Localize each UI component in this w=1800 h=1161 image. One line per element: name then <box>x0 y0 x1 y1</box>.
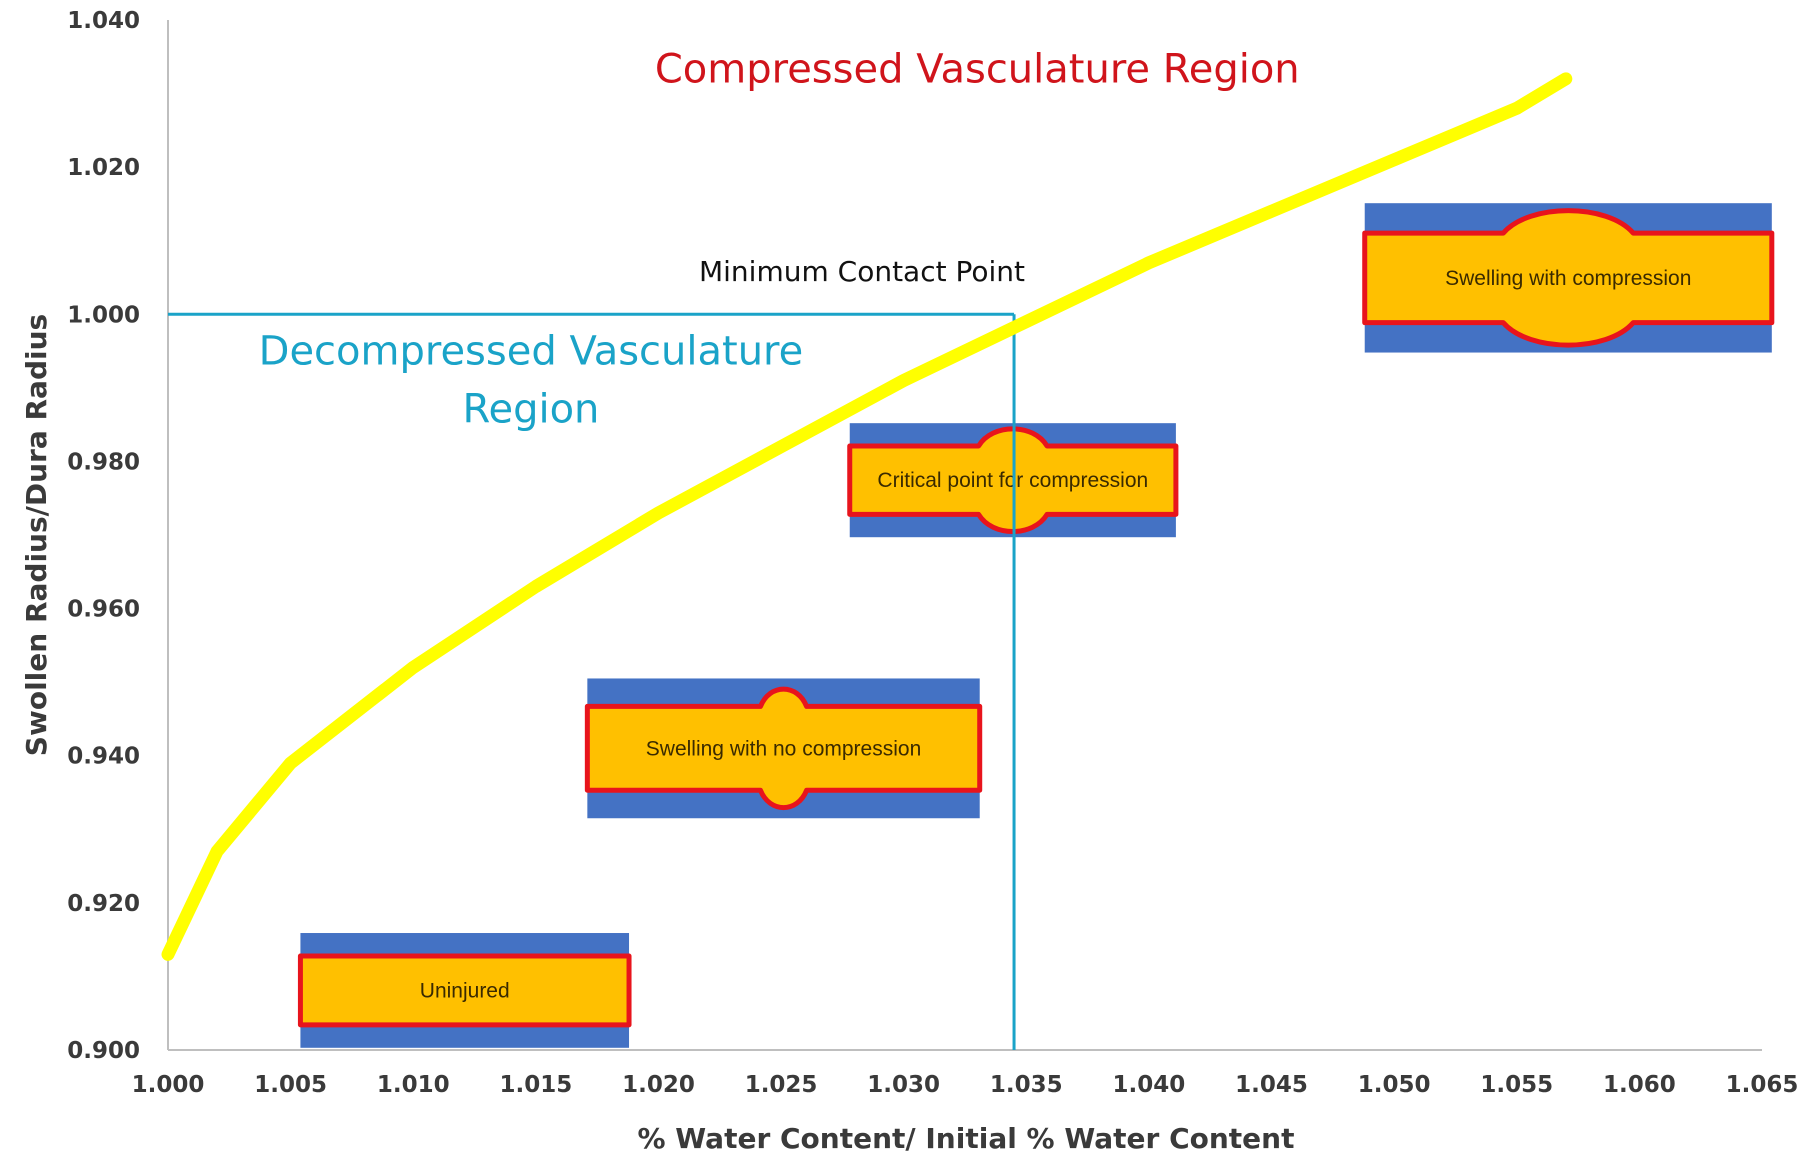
x-tick-label: 1.065 <box>1726 1072 1799 1098</box>
y-tick-label: 0.900 <box>67 1038 140 1064</box>
x-tick-label: 1.040 <box>1113 1072 1186 1098</box>
tissue-band <box>1362 208 1775 348</box>
inset-0: Uninjured <box>297 933 632 1048</box>
inset-label: Swelling with compression <box>1445 267 1691 290</box>
inset-1: Swelling with no compression <box>584 678 983 819</box>
series-line <box>161 72 1573 961</box>
x-tick-label: 1.035 <box>990 1072 1063 1098</box>
y-axis-title: Swollen Radius/Dura Radius <box>20 314 53 756</box>
reference-lines <box>168 312 1016 1050</box>
axes <box>167 20 1762 1051</box>
x-tick-label: 1.005 <box>254 1072 327 1098</box>
annotation-compressed: Compressed Vasculature Region <box>655 47 1300 93</box>
x-tick-label: 1.025 <box>745 1072 818 1098</box>
x-tick-label: 1.060 <box>1603 1072 1676 1098</box>
x-tick-label: 1.030 <box>867 1072 940 1098</box>
annotations: Compressed Vasculature RegionDecompresse… <box>259 47 1300 433</box>
x-tick-label: 1.010 <box>377 1072 450 1098</box>
x-tick-label: 1.015 <box>499 1072 572 1098</box>
x-tick-label: 1.020 <box>622 1072 695 1098</box>
annotation-decompressed2: Region <box>462 386 599 432</box>
inset-label: Uninjured <box>420 979 510 1002</box>
inset-3: Swelling with compression <box>1362 203 1775 353</box>
tissue-band <box>584 686 983 810</box>
y-tick-label: 1.040 <box>67 8 140 34</box>
series-layer <box>161 72 1573 961</box>
tissue-band <box>297 953 632 1028</box>
y-tick-label: 0.920 <box>67 891 140 917</box>
x-tick-label: 1.045 <box>1235 1072 1308 1098</box>
x-tick-label: 1.050 <box>1358 1072 1431 1098</box>
inset-label: Swelling with no compression <box>646 737 921 760</box>
y-tick-label: 0.940 <box>67 744 140 770</box>
x-tick-label: 1.000 <box>132 1072 205 1098</box>
y-tick-label: 1.000 <box>67 302 140 328</box>
annotation-decompressed1: Decompressed Vasculature <box>259 328 804 374</box>
tick-labels: 1.000 1.005 1.010 1.015 1.020 1.025 1.030 1.035… <box>67 8 1798 1098</box>
y-tick-label: 0.960 <box>67 597 140 623</box>
y-tick-label: 0.980 <box>67 449 140 475</box>
annotation-mcp: Minimum Contact Point <box>699 255 1025 288</box>
y-tick-label: 1.020 <box>67 155 140 181</box>
x-axis-title: % Water Content/ Initial % Water Content <box>637 1122 1294 1155</box>
x-tick-label: 1.055 <box>1480 1072 1553 1098</box>
